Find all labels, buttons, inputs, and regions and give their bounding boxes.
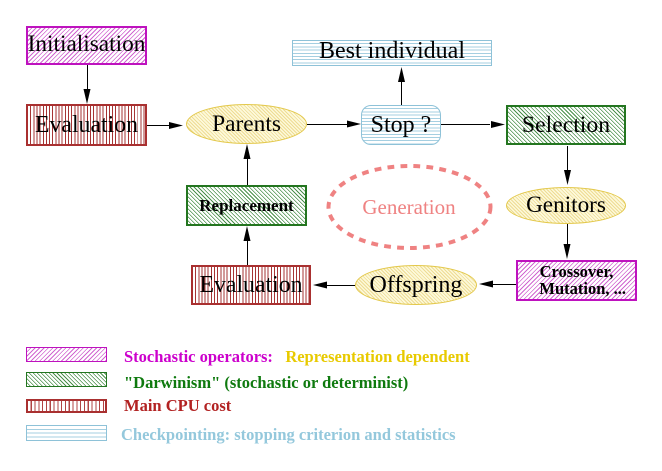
svg-text:Generation: Generation bbox=[362, 195, 456, 219]
